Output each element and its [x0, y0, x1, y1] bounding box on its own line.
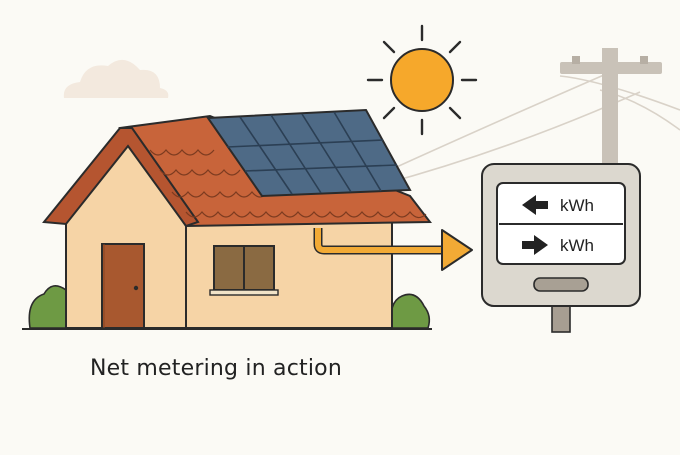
house-window: [209, 245, 279, 296]
cloud-icon: [63, 59, 169, 98]
electric-meter: kWh kWh: [481, 163, 641, 307]
solar-panel: [206, 108, 412, 198]
arrow-left-icon: [522, 195, 548, 215]
energy-flow-arrow-icon: [313, 228, 473, 271]
meter-export-label: kWh: [560, 236, 594, 255]
meter-post: [551, 303, 571, 333]
house-door: [101, 243, 145, 329]
sun-icon: [366, 24, 478, 136]
bush-right: [390, 293, 431, 329]
meter-import-label: kWh: [560, 196, 594, 215]
caption-title: Net metering in action: [90, 356, 342, 381]
meter-slot: [533, 277, 589, 292]
arrow-right-icon: [522, 235, 548, 255]
utility-pole: [560, 48, 662, 170]
